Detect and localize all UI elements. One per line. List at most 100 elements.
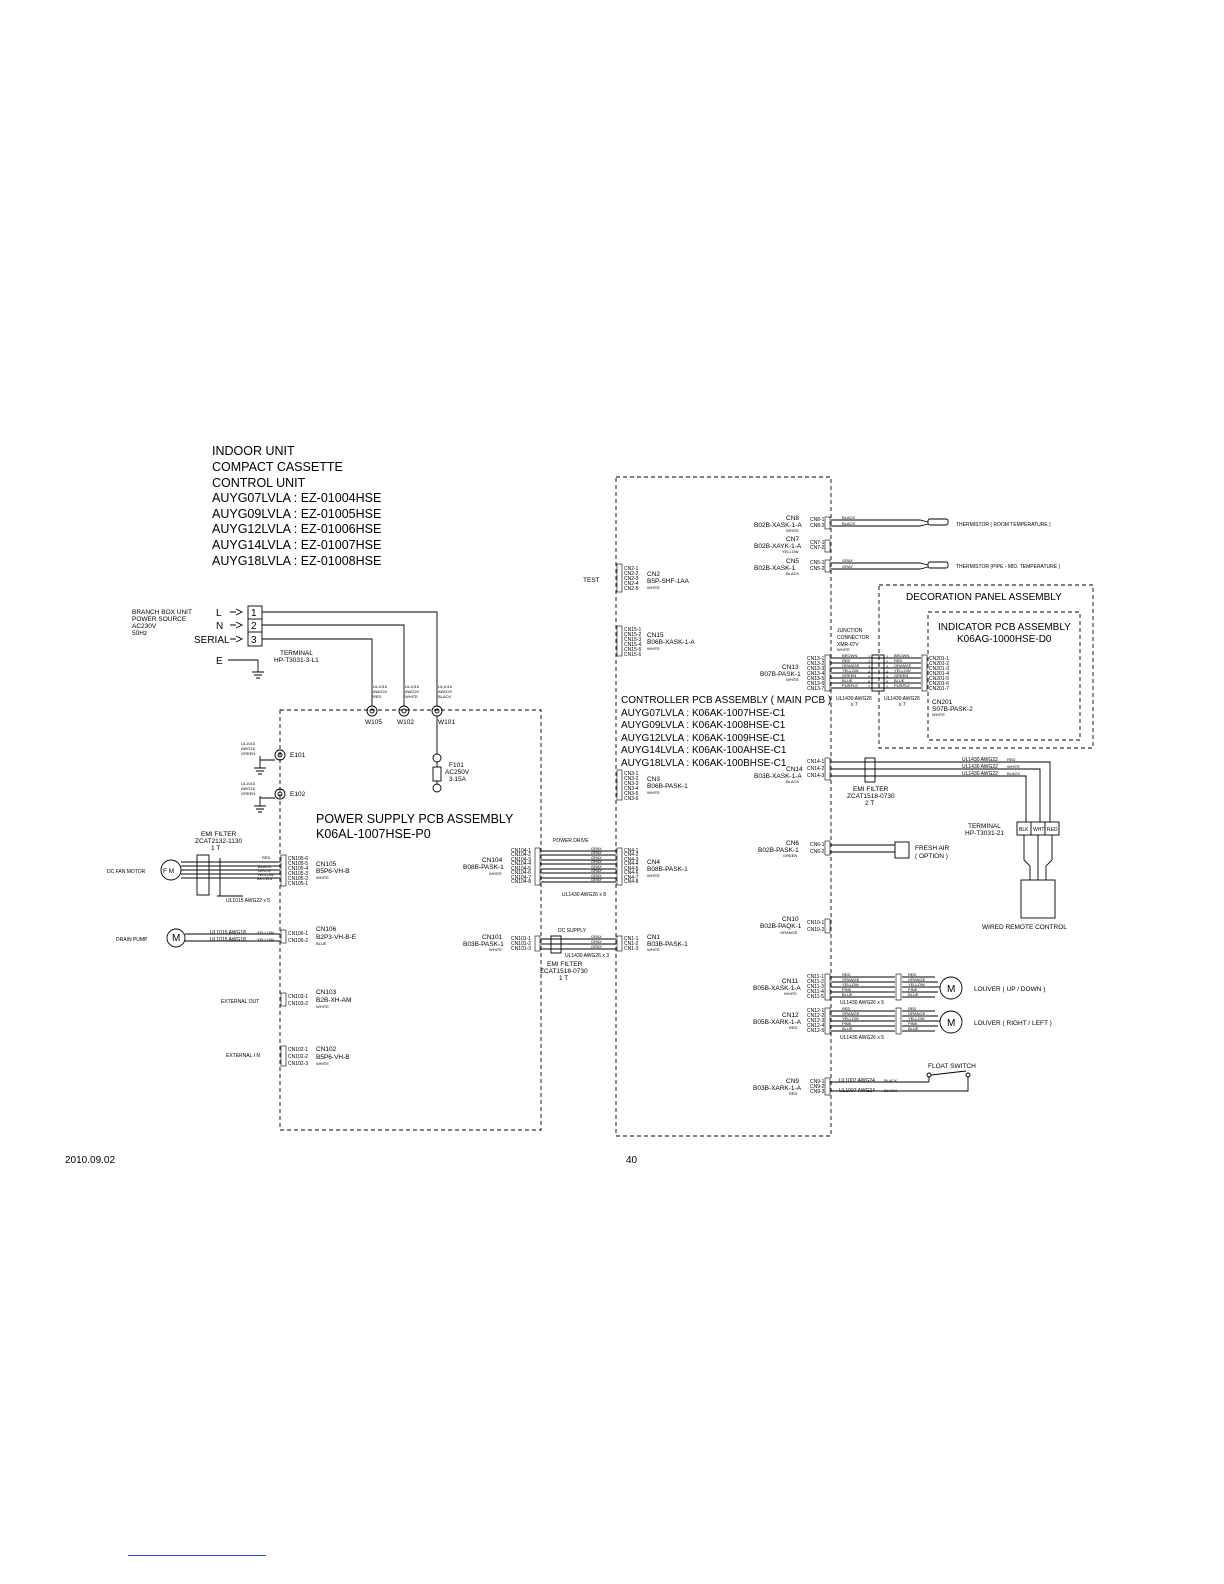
cn7-connector: CN7: [786, 536, 799, 543]
cn12-pin-1: CN12-1: [807, 1008, 824, 1014]
cn12-part: B05B-XARK-1-A: [753, 1019, 802, 1026]
drain-connector-color: BLUE: [316, 941, 327, 946]
ext-in-label: EXTERNAL I N: [226, 1053, 260, 1059]
cn13-wire-color-2: RED: [842, 658, 851, 663]
fuse-symbol: [432, 766, 442, 782]
remote-terminal-line-2: HP-T3031-21: [965, 830, 1004, 837]
title-line-4: AUYG07LVLA : EZ-01004HSE: [212, 491, 381, 505]
cn11-color: WHITE: [784, 991, 797, 996]
junction-num-r1: 1: [886, 654, 889, 659]
cn13-wire-color-6: BLUE: [842, 678, 853, 683]
cn4-pin-6: CN4-6: [624, 870, 639, 876]
drain-motor-symbol: [166, 928, 186, 948]
cn13-wire-color-3: ORANGE: [842, 663, 860, 668]
cn6-group: CN6 B02B-PASK-1 GREEN CN6-1 CN6-2 FRESH …: [758, 840, 950, 860]
pd-wire-color-8: GRAY: [591, 877, 602, 882]
cn12-left-color-3: YELLOW: [842, 1016, 859, 1021]
drain-wire-1: UL1015 AWG18: [210, 930, 246, 936]
cn12-pin-5: CN12-5: [807, 1028, 824, 1034]
cn2-test-group: TEST CN2-1 CN2-2 CN2-3 CN2-4 CN2-5 CN2 B…: [583, 563, 690, 593]
indicator-pcb-part: K06AG-1000HSE-D0: [957, 634, 1052, 645]
cn11-motor: M: [947, 984, 955, 995]
ext-out-connector: CN103: [316, 989, 337, 996]
terminal-num-3: 3: [251, 635, 257, 646]
fan-motor-text: F M: [163, 868, 174, 875]
decoration-panel-title: DECORATION PANEL ASSEMBLY: [906, 592, 1062, 603]
controller-line-2: AUYG07LVLA : K06AK-1007HSE-C1: [621, 708, 786, 719]
cn101-pin-3: CN101-3: [511, 946, 531, 952]
cn201-color: WHITE: [932, 712, 945, 717]
cn7-group: CN7 B02B-XAYK-1-A YELLOW CN7-1 CN7-2: [754, 536, 831, 554]
cn11-pin-3: CN11-3: [807, 984, 824, 990]
cn7-pin-2: CN7-2: [810, 545, 825, 551]
decoration-panel-boundary: [878, 584, 1094, 749]
cn14-wire-3-cable: UL1430 AWG22: [962, 771, 998, 777]
cn3-part: B06B-PASK-1: [647, 783, 688, 790]
cn13-wire-color-4: YELLOW: [842, 668, 859, 673]
cn13-pin-3: CN13-3: [807, 666, 824, 672]
cn11-left-color-2: ORANGE: [842, 977, 860, 982]
e101-spec-1: UL1015: [241, 741, 256, 746]
terminal-part: HP-T3031-3-L1: [274, 657, 319, 664]
controller-line-3: AUYG09LVLA : K06AK-1008HSE-C1: [621, 720, 786, 731]
cn14-wire-2-color: WHITE: [1007, 764, 1020, 769]
cn9-pin-3: CN9-3: [810, 1089, 825, 1095]
cn201-wire-color-6: BLUE: [894, 678, 905, 683]
cn13-wire-color-7: PURPLE: [842, 683, 858, 688]
cn14-filter-line-3: 2 T: [865, 800, 874, 807]
cn14-emi-filter: [864, 757, 876, 783]
cn12-left-color-1: RED: [842, 1006, 851, 1011]
cn12-right-color-1: RED: [908, 1006, 917, 1011]
cn12-device: LOUVER ( RIGHT / LEFT ): [974, 1020, 1052, 1027]
room-thermistor-symbol: [927, 518, 949, 526]
cn12-pin-3: CN12-3: [807, 1018, 824, 1024]
cn12-right-color-5: BLUE: [908, 1026, 919, 1031]
e101-label: E101: [290, 752, 306, 759]
cn101-part: B03B-PASK-1: [463, 941, 504, 948]
louver-ud-motor-symbol: [939, 976, 963, 1000]
cn3-pin-2: CN3-2: [624, 776, 639, 782]
cn12-color: RED: [789, 1025, 798, 1030]
cn13-connector: CN13: [782, 664, 799, 671]
w105-spec-1: UL1015: [373, 684, 388, 689]
cn3-pin-4: CN3-4: [624, 786, 639, 792]
terminal-label-l: L: [216, 608, 222, 619]
cn9-harness: FLOAT SWITCH CN9 B03B-XARK-1-A RED CN9-1…: [753, 1063, 976, 1096]
cn13-pin-5: CN13-5: [807, 676, 824, 682]
cn104-pin-6: CN104-6: [511, 870, 531, 876]
cn10-pin-1: CN10-1: [807, 920, 824, 926]
junction-num-4: 4: [868, 669, 871, 674]
cn4-pin-3: CN4-3: [624, 857, 639, 863]
drain-pump-group: DRAIN PUMP M UL1015 AWG18 UL1015 AWG18 Y…: [116, 926, 357, 948]
cn201-pin-4: CN201-4: [929, 671, 949, 677]
cn12-pin-2: CN12-2: [807, 1013, 824, 1019]
cn9-color: RED: [789, 1091, 798, 1096]
power-pcb-title: POWER SUPPLY PCB ASSEMBLY: [316, 812, 514, 826]
cn13-wire-color-1: BROWN: [842, 653, 857, 658]
cn8-group: CN8 B02B-XASK-1-A WHITE CN8-1 CN8-2 BLAC…: [754, 515, 1051, 533]
cn101-pin-2: CN101-2: [511, 941, 531, 947]
fan-filter-line-3: 1 T: [211, 845, 220, 852]
cn13-color: WHITE: [786, 677, 799, 682]
remote-terminal-line-1: TERMINAL: [968, 823, 1001, 830]
terminal-label-e: E: [216, 656, 223, 667]
cn2-part: B5P-SHF-1AA: [647, 578, 690, 585]
cn11-left-color-3: YELLOW: [842, 982, 859, 987]
wire-connectors: UL1015 AWG20 RED UL1015 AWG20 WHITE UL10…: [365, 684, 470, 793]
dc-wire-color-3: GRAY: [591, 944, 602, 949]
cn10-connector: CN10: [782, 916, 799, 923]
cn5-pin-2: CN5-2: [810, 566, 825, 572]
cn201-part: S07B-PASK-2: [932, 706, 973, 713]
drain-wire-2: UL1015 AWG18: [210, 937, 246, 943]
drain-wire-color-2: YELLOW: [257, 937, 274, 942]
w101-spec-2: AWG20: [438, 689, 453, 694]
cn13-wire-color-5: GREEN: [842, 673, 856, 678]
indicator-pcb-title: INDICATOR PCB ASSEMBLY: [938, 622, 1071, 633]
cn4-pin-4: CN4-4: [624, 861, 639, 867]
cn7-pin-1: CN7-1: [810, 540, 825, 546]
drain-wire-color-1: YELLOW: [257, 930, 274, 935]
power-drive-harness: POWER DRIVE CN104 B08B-PASK-1 WHITE CN10…: [463, 838, 688, 898]
cn101-connector: CN101: [482, 934, 503, 941]
cn5-color: BLACK: [786, 571, 799, 576]
fan-pin-4: CN105-3: [288, 871, 308, 877]
